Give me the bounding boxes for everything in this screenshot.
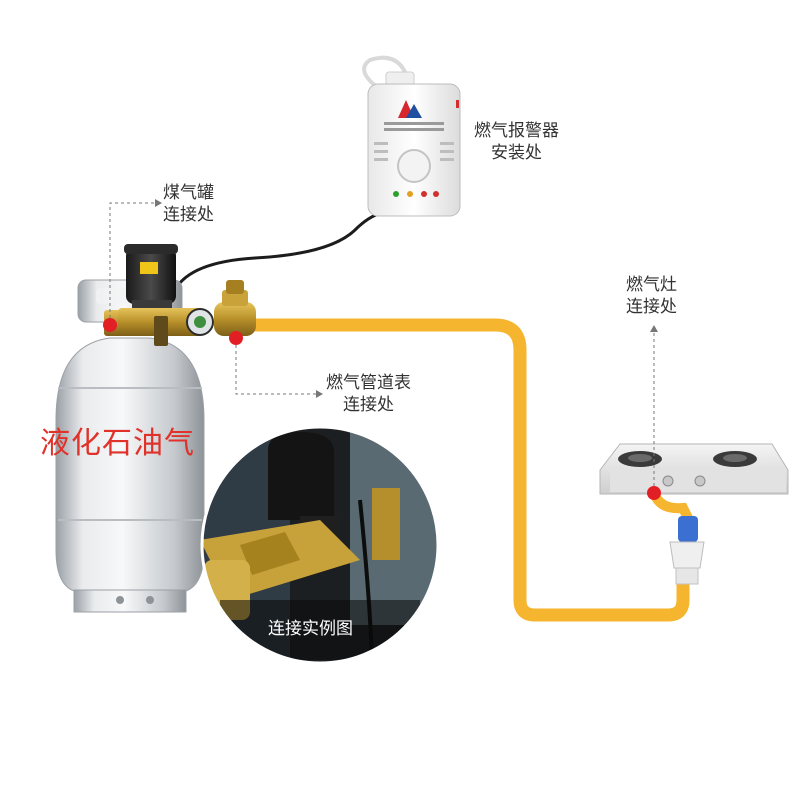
alarm-power-cord [362, 55, 407, 90]
inset-caption: 连接实例图 [268, 619, 353, 639]
stove-callout-line1: 燃气灶 [626, 275, 677, 295]
meter-connection-callout: 燃气管道表 连接处 [326, 372, 411, 416]
gas-alarm [367, 71, 461, 217]
tank-callout-line1: 煤气罐 [163, 183, 214, 203]
tank-leader-arrow [155, 199, 162, 207]
meter-leader-line [235, 345, 316, 395]
meter-callout-line2: 连接处 [343, 395, 394, 415]
tank-callout-line2: 连接处 [163, 205, 214, 225]
meter-callout-line1: 燃气管道表 [326, 373, 411, 393]
alarm-callout-line1: 燃气报警器 [474, 121, 559, 141]
gas-stove [599, 443, 789, 495]
meter-leader-arrow [316, 390, 323, 398]
alarm-install-callout: 燃气报警器 安装处 [474, 120, 559, 164]
stove-connection-callout: 燃气灶 连接处 [626, 274, 677, 318]
gas-hose [248, 318, 690, 622]
cylinder-label: 液化石油气 [40, 426, 195, 461]
tank-connection-dot [103, 318, 117, 332]
tank-leader-line [109, 202, 155, 318]
stove-connection-dot [647, 486, 661, 500]
meter-connection-dot [229, 331, 243, 345]
alarm-cable [173, 210, 386, 291]
stove-callout-line2: 连接处 [626, 297, 677, 317]
pressure-regulator [214, 280, 256, 336]
stove-safety-connector [669, 516, 705, 585]
tank-connection-callout: 煤气罐 连接处 [163, 182, 214, 226]
auto-shutoff-valve [124, 244, 178, 310]
stove-leader-arrow [650, 325, 658, 332]
alarm-callout-line2: 安装处 [491, 143, 542, 163]
inset-border [200, 425, 440, 665]
